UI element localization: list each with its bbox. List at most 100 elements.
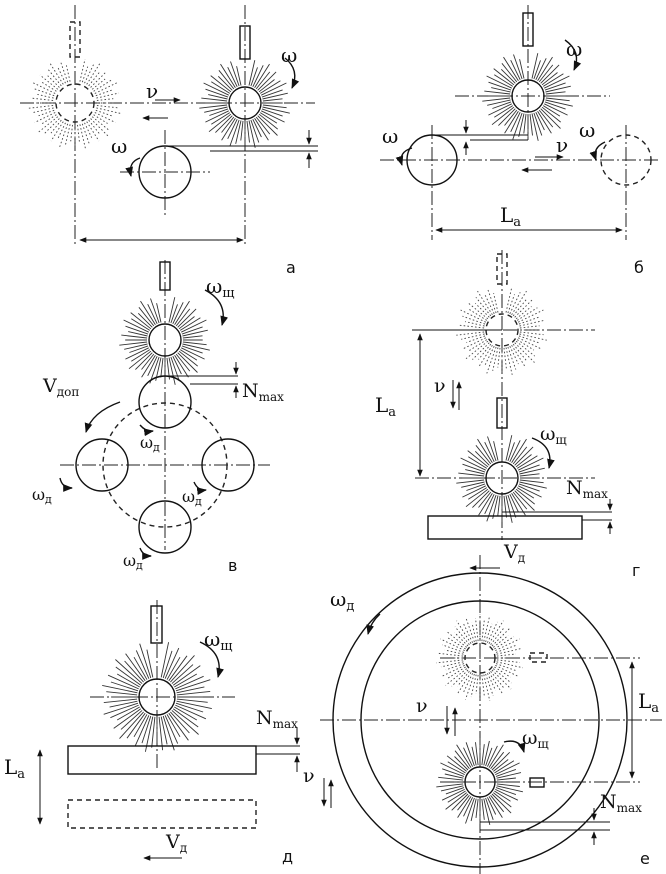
bristle: [436, 659, 464, 664]
bristle: [505, 347, 513, 375]
bristle: [492, 495, 499, 519]
bristle: [38, 109, 55, 117]
bristle: [227, 119, 238, 139]
bristle: [466, 483, 486, 491]
bristle: [457, 671, 470, 687]
bristle: [166, 656, 181, 680]
bristle: [59, 123, 69, 148]
bristle: [511, 438, 527, 464]
bristle: [250, 119, 260, 143]
bristle: [492, 101, 512, 109]
bristle: [123, 319, 149, 333]
bristle: [496, 777, 516, 781]
bristle: [133, 656, 148, 680]
la-label-d: La: [4, 755, 25, 782]
bristle: [170, 655, 195, 683]
bristle: [497, 347, 501, 368]
bristle: [209, 108, 229, 116]
bristle: [179, 349, 198, 361]
bristle: [175, 679, 211, 692]
bristle: [445, 668, 467, 686]
bristle: [102, 684, 138, 694]
bristle: [50, 121, 64, 142]
bristle: [495, 664, 519, 677]
bristle: [39, 74, 59, 90]
bristle: [248, 120, 256, 148]
bristle: [261, 108, 283, 117]
bristle: [447, 761, 466, 774]
bristle: [454, 626, 470, 645]
bristle: [176, 700, 212, 710]
bristle: [475, 445, 492, 465]
bristle: [504, 110, 519, 134]
bristle: [141, 353, 155, 370]
bristle: [174, 354, 189, 378]
bristle: [32, 82, 56, 94]
brush-right: [199, 60, 290, 148]
bristle: [172, 665, 201, 686]
bristle: [533, 60, 541, 80]
omega-sh-label-e: ωщ: [522, 727, 549, 751]
bristle: [456, 744, 472, 768]
workpiece-d-dashed: [67, 799, 257, 829]
bristle: [135, 650, 150, 679]
bristle: [541, 72, 558, 86]
bristle: [442, 768, 465, 777]
panel-v: Nmax ωщ Vдоп ωд ωд ωд ωд в: [32, 260, 284, 575]
bristle: [177, 352, 198, 373]
bristle: [484, 494, 495, 514]
bristle: [507, 442, 515, 462]
omega-right-label-b: ω: [579, 118, 595, 142]
bristle: [220, 63, 236, 89]
bristle: [537, 56, 553, 82]
bristle: [512, 446, 528, 465]
bristle: [540, 64, 560, 84]
bristle: [65, 65, 71, 82]
bristle: [174, 706, 198, 721]
la-label-e: La: [638, 689, 659, 716]
brush-hub-v: [148, 323, 182, 357]
bristle: [465, 321, 485, 327]
bristle: [485, 747, 493, 767]
bristle: [95, 89, 114, 97]
bristle: [457, 796, 472, 818]
bristle: [462, 463, 486, 473]
bristle: [470, 798, 477, 822]
bristle: [537, 110, 552, 134]
part-right-v: [201, 438, 255, 492]
bristle: [116, 673, 140, 688]
bristle: [478, 491, 492, 508]
bristle: [164, 715, 179, 744]
bristle: [542, 105, 561, 117]
bristle: [475, 798, 479, 818]
bristle: [481, 674, 485, 696]
bristle: [259, 112, 278, 124]
panel-label-g: г: [632, 561, 640, 580]
bristle: [545, 91, 566, 95]
bristle: [248, 60, 256, 86]
bristle: [475, 618, 479, 642]
vdop-label-v: Vдоп: [42, 375, 79, 399]
bristle: [171, 664, 194, 684]
bristle: [496, 772, 522, 779]
bristle: [511, 290, 527, 316]
bristle: [203, 82, 229, 96]
bristle: [261, 82, 287, 96]
bristle: [465, 488, 489, 508]
bristle: [182, 341, 207, 346]
bristle: [168, 357, 176, 385]
rotation-arrow-d: [199, 641, 224, 678]
bristle: [457, 795, 470, 811]
bristle: [457, 672, 472, 694]
bristle: [485, 797, 494, 820]
bristle: [519, 479, 544, 484]
bristle: [461, 481, 485, 488]
bristle: [454, 756, 469, 771]
bristle: [444, 649, 464, 655]
brush-hub-left: [55, 83, 95, 123]
bristle: [519, 481, 547, 489]
bristle: [96, 105, 118, 109]
bristle: [495, 762, 520, 776]
bristle: [56, 122, 66, 140]
